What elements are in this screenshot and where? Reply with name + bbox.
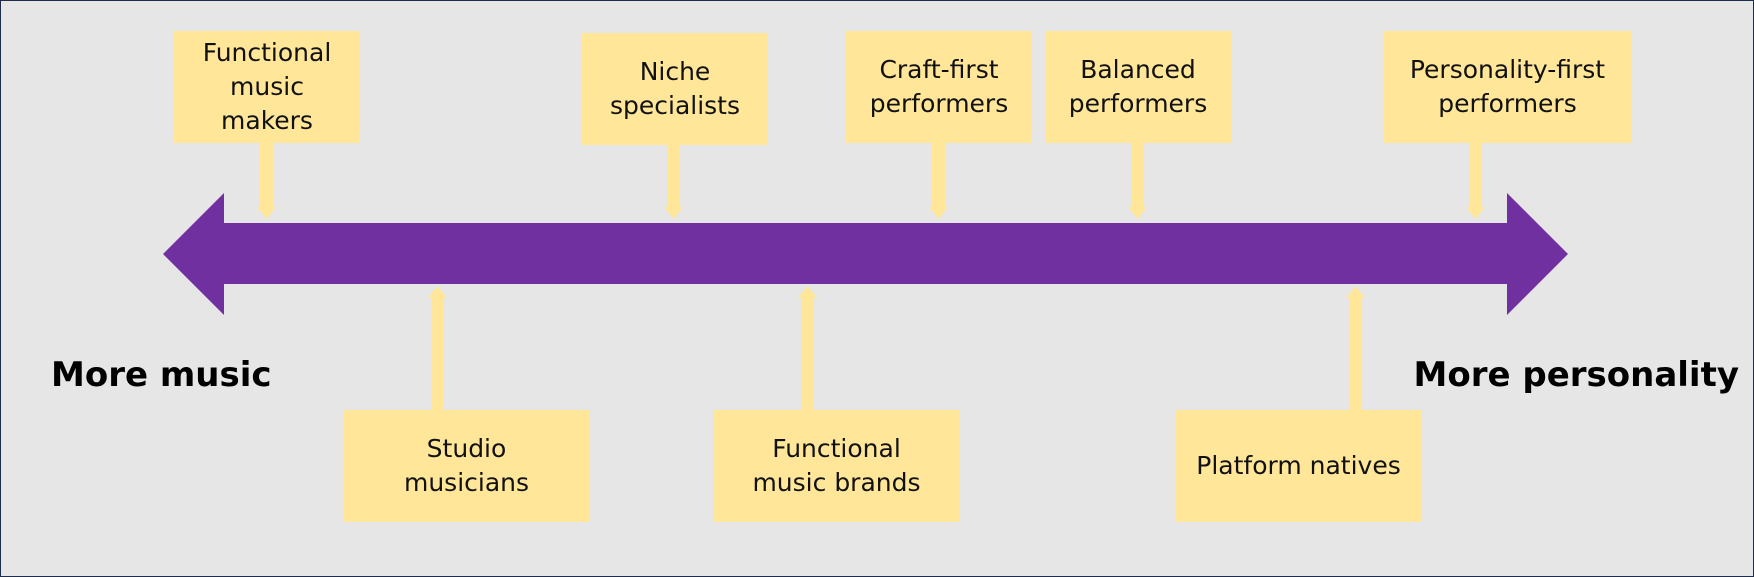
box-personality-first-performers: Personality-first performers bbox=[1384, 31, 1631, 143]
connector-platform-natives bbox=[1349, 298, 1362, 410]
connector-balanced-performers bbox=[1131, 141, 1144, 207]
label-functional-music-brands: Functional music brands bbox=[752, 434, 921, 497]
connector-niche-specialists bbox=[667, 143, 680, 207]
connector-head-studio-musicians bbox=[428, 286, 447, 298]
label-craft-first-performers: Craft-first performers bbox=[869, 55, 1009, 118]
label-platform-natives: Platform natives bbox=[1196, 451, 1401, 481]
connector-head-functional-music-brands bbox=[798, 286, 817, 298]
connector-head-niche-specialists bbox=[664, 207, 683, 219]
axis-left-label: More music bbox=[51, 355, 272, 395]
box-functional-music-brands: Functional music brands bbox=[713, 410, 960, 522]
connector-head-personality-first-performers bbox=[1466, 207, 1485, 219]
box-craft-first-performers: Craft-first performers bbox=[846, 31, 1032, 143]
connector-head-functional-music-makers bbox=[257, 207, 276, 219]
connector-functional-music-makers bbox=[260, 141, 273, 207]
connector-head-craft-first-performers bbox=[929, 207, 948, 219]
connector-head-platform-natives bbox=[1346, 286, 1365, 298]
connector-functional-music-brands bbox=[801, 298, 814, 410]
top-connectors bbox=[257, 141, 1485, 219]
connector-craft-first-performers bbox=[932, 141, 945, 207]
connector-studio-musicians bbox=[431, 298, 444, 410]
connector-head-balanced-performers bbox=[1128, 207, 1147, 219]
box-balanced-performers: Balanced performers bbox=[1045, 31, 1231, 143]
label-balanced-performers: Balanced performers bbox=[1068, 55, 1208, 118]
label-personality-first-performers: Personality-first performers bbox=[1409, 55, 1606, 118]
label-functional-music-makers: Functional music makers bbox=[202, 38, 332, 135]
box-platform-natives: Platform natives bbox=[1175, 410, 1422, 522]
box-functional-music-makers: Functional music makers bbox=[174, 31, 360, 143]
bottom-connectors bbox=[428, 286, 1365, 410]
connector-personality-first-performers bbox=[1469, 141, 1482, 207]
label-studio-musicians: Studio musicians bbox=[403, 434, 530, 497]
box-niche-specialists: Niche specialists bbox=[582, 33, 768, 145]
axis-right-label: More personality bbox=[1413, 355, 1740, 395]
label-niche-specialists: Niche specialists bbox=[609, 57, 741, 120]
box-studio-musicians: Studio musicians bbox=[343, 410, 590, 522]
spectrum-arrow bbox=[163, 193, 1568, 315]
